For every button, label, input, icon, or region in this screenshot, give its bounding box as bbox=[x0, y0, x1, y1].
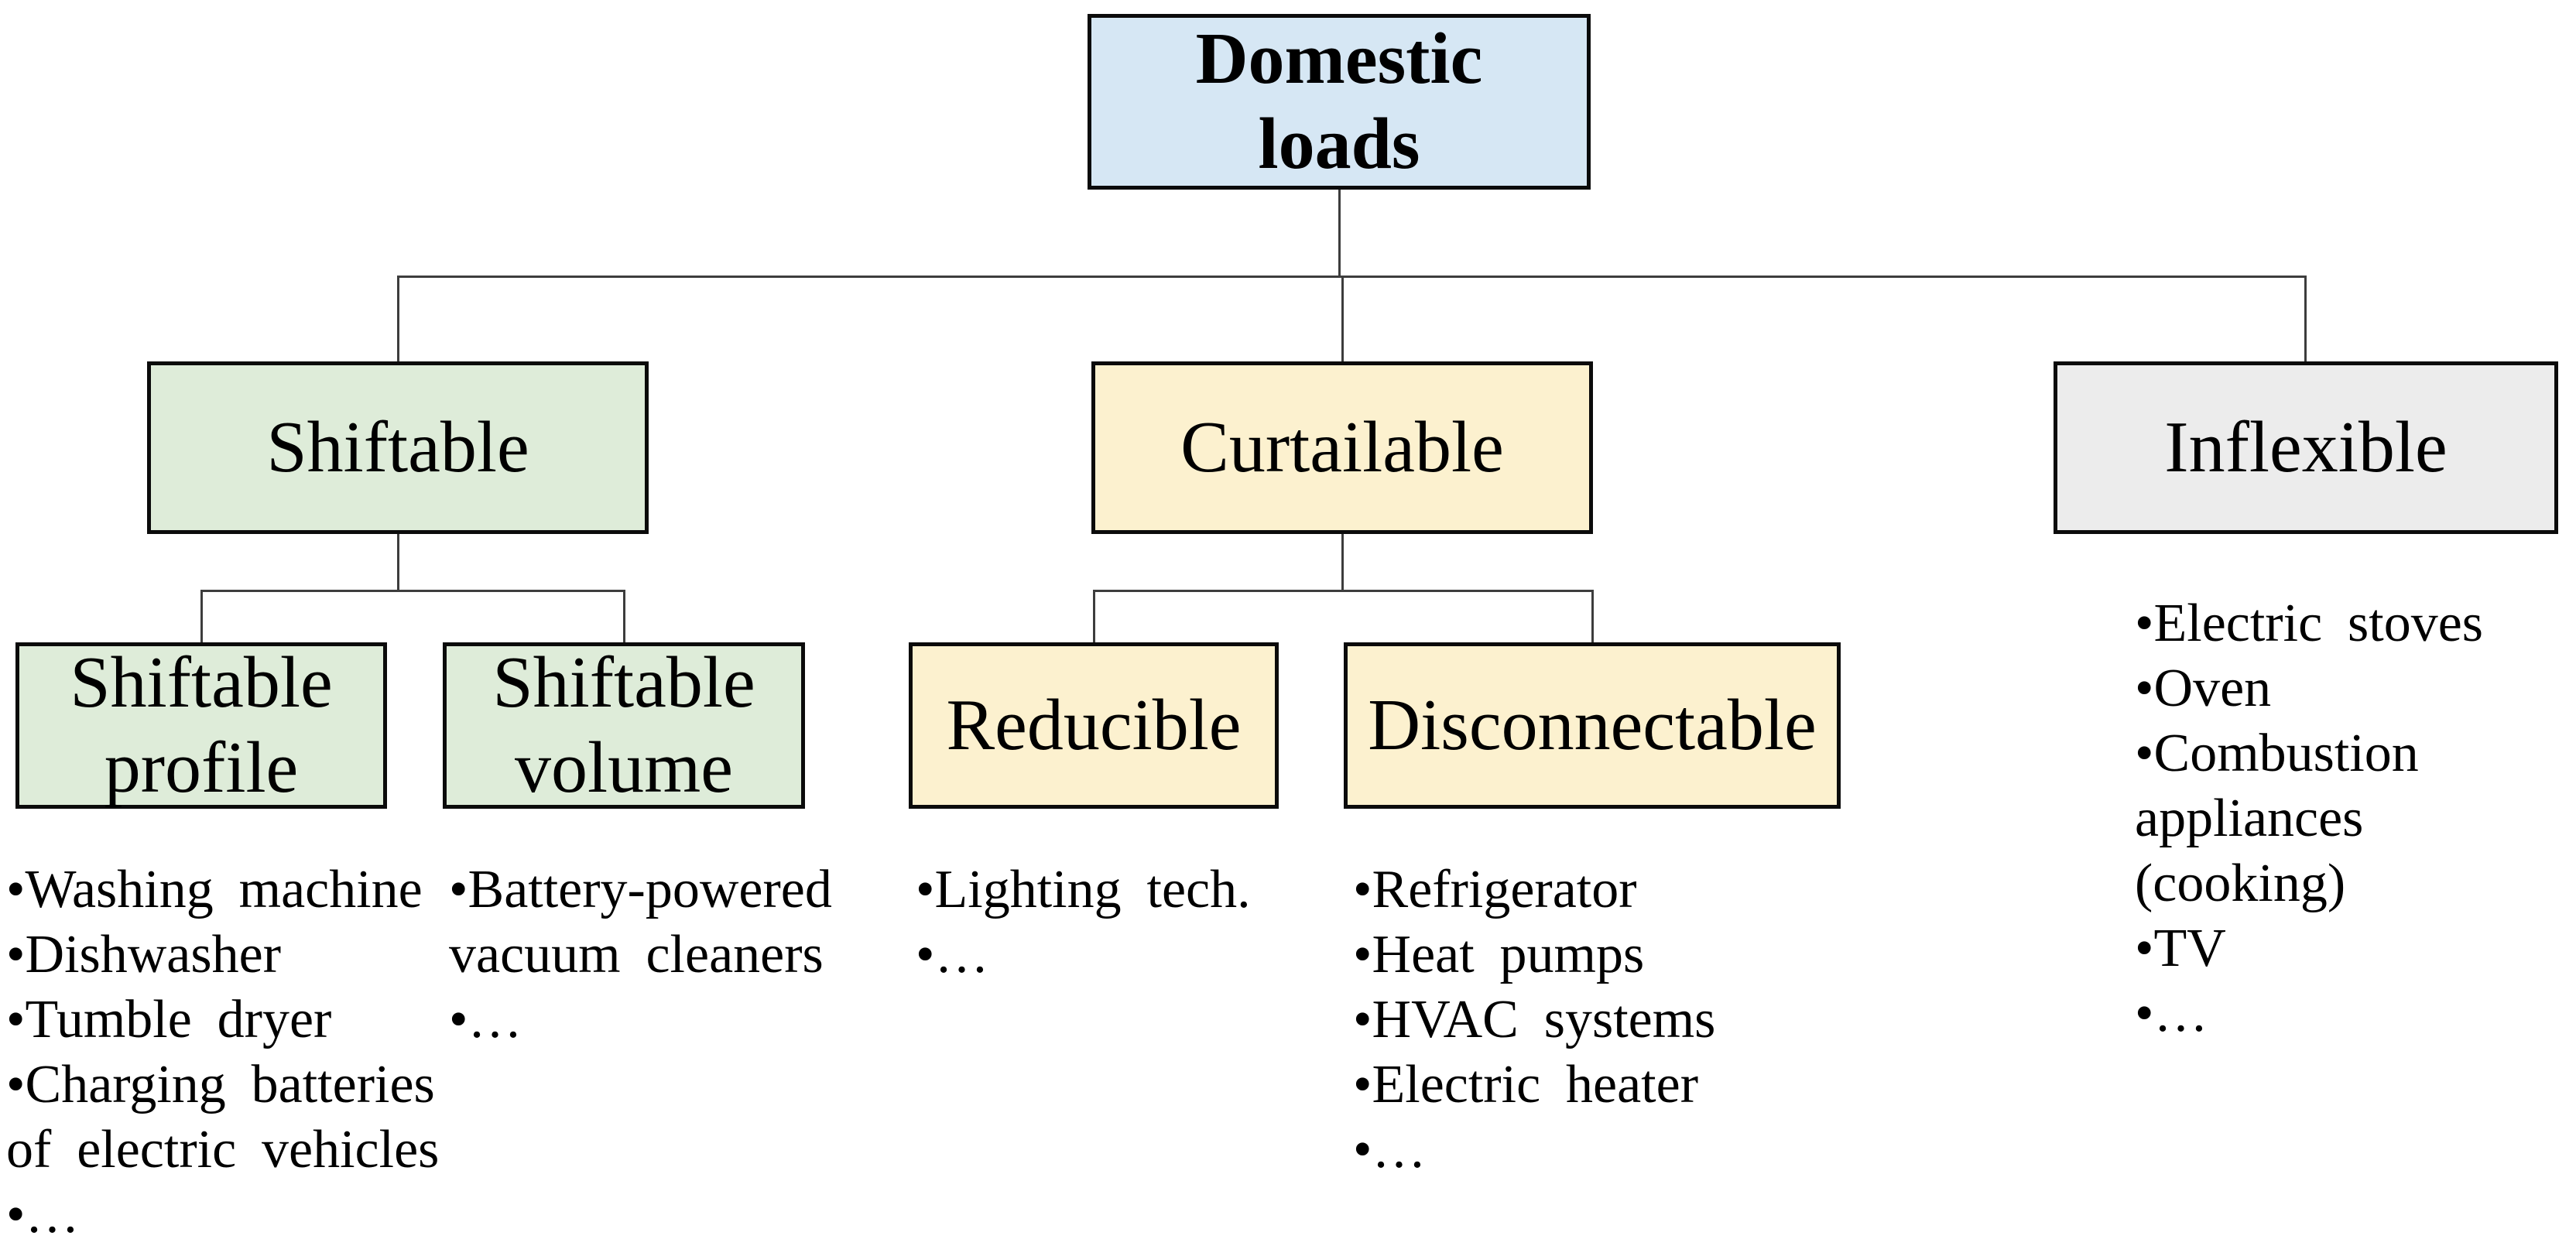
connector-main-horizontal bbox=[397, 276, 2307, 278]
connector-shiftable-vertical bbox=[397, 534, 399, 590]
list-item: •… bbox=[916, 923, 1334, 988]
node-reducible: Reducible bbox=[909, 642, 1279, 809]
node-disconnectable-label: Disconnectable bbox=[1368, 684, 1817, 765]
list-item: •Charging batteries of electric vehicles bbox=[6, 1053, 444, 1183]
bullet-icon: • bbox=[916, 860, 935, 919]
node-domestic-loads: Domestic loads bbox=[1088, 14, 1591, 190]
list-item: •… bbox=[6, 1183, 444, 1246]
list-item: •Combustion appliances (cooking) bbox=[2135, 721, 2557, 916]
list-item-label: Charging batteries of electric vehicles bbox=[6, 1055, 440, 1179]
connector-drop-disconnectable bbox=[1591, 590, 1594, 642]
bullet-icon: • bbox=[916, 925, 935, 984]
list-item-label: Dishwasher bbox=[25, 925, 281, 984]
node-disconnectable: Disconnectable bbox=[1344, 642, 1841, 809]
bullet-icon: • bbox=[2135, 724, 2154, 783]
bullet-icon: • bbox=[1353, 1120, 1372, 1179]
list-item-label: Battery-powered vacuum cleaners bbox=[449, 860, 832, 984]
list-item-label: Refrigerator bbox=[1372, 860, 1637, 919]
list-item-label: Combustion appliances (cooking) bbox=[2135, 724, 2419, 913]
node-curtailable-label: Curtailable bbox=[1180, 406, 1504, 488]
list-item: •Oven bbox=[2135, 656, 2557, 721]
list-item-label: … bbox=[2153, 984, 2208, 1043]
node-shiftable-volume: Shiftable volume bbox=[443, 642, 805, 809]
list-item: •… bbox=[1353, 1118, 1833, 1183]
node-shiftable-profile: Shiftable profile bbox=[15, 642, 387, 809]
node-curtailable: Curtailable bbox=[1091, 361, 1593, 534]
connector-drop-reducible bbox=[1093, 590, 1095, 642]
list-item-label: Electric stoves bbox=[2153, 594, 2484, 653]
connector-curtailable-horizontal bbox=[1093, 590, 1594, 592]
connector-root-vertical bbox=[1338, 190, 1341, 276]
list-item-label: Electric heater bbox=[1372, 1055, 1699, 1114]
bullet-icon: • bbox=[1353, 925, 1372, 984]
list-item: •Battery-powered vacuum cleaners bbox=[449, 857, 886, 988]
bullet-icon: • bbox=[2135, 594, 2154, 653]
list-item: •Refrigerator bbox=[1353, 857, 1833, 923]
bullet-icon: • bbox=[6, 860, 26, 919]
bullet-icon: • bbox=[449, 860, 468, 919]
bullet-icon: • bbox=[6, 1055, 26, 1114]
list-item-label: Heat pumps bbox=[1372, 925, 1645, 984]
node-shiftable: Shiftable bbox=[147, 361, 649, 534]
bullet-icon: • bbox=[2135, 984, 2154, 1043]
list-item: •Heat pumps bbox=[1353, 923, 1833, 988]
list-item-label: … bbox=[25, 1185, 80, 1244]
bullet-icon: • bbox=[6, 925, 26, 984]
list-item: •Electric stoves bbox=[2135, 591, 2557, 656]
bullet-icon: • bbox=[1353, 860, 1372, 919]
reducible-examples-list: •Lighting tech. •… bbox=[916, 857, 1334, 988]
list-item: •Washing machine bbox=[6, 857, 444, 923]
bullet-icon: • bbox=[1353, 1055, 1372, 1114]
disconnectable-examples-list: •Refrigerator •Heat pumps •HVAC systems … bbox=[1353, 857, 1833, 1183]
list-item: •Lighting tech. bbox=[916, 857, 1334, 923]
bullet-icon: • bbox=[6, 1185, 26, 1244]
connector-drop-shiftable-profile bbox=[200, 590, 203, 642]
connector-drop-inflexible bbox=[2304, 276, 2307, 361]
list-item: •Tumble dryer bbox=[6, 988, 444, 1053]
list-item: •Dishwasher bbox=[6, 923, 444, 988]
connector-curtailable-vertical bbox=[1341, 534, 1344, 590]
list-item-label: HVAC systems bbox=[1372, 990, 1716, 1049]
shiftable-profile-examples-list: •Washing machine •Dishwasher •Tumble dry… bbox=[6, 857, 444, 1246]
bullet-icon: • bbox=[1353, 990, 1372, 1049]
node-reducible-label: Reducible bbox=[946, 684, 1242, 765]
node-shiftable-volume-label: Shiftable volume bbox=[492, 642, 755, 808]
list-item-label: Lighting tech. bbox=[934, 860, 1251, 919]
list-item: •Electric heater bbox=[1353, 1053, 1833, 1118]
list-item-label: Oven bbox=[2153, 659, 2272, 718]
shiftable-volume-examples-list: •Battery-powered vacuum cleaners •… bbox=[449, 857, 886, 1053]
list-item-label: Washing machine bbox=[25, 860, 423, 919]
connector-drop-curtailable bbox=[1341, 276, 1344, 361]
inflexible-examples-list: •Electric stoves •Oven •Combustion appli… bbox=[2135, 591, 2557, 1046]
connector-drop-shiftable-volume bbox=[623, 590, 625, 642]
bullet-icon: • bbox=[2135, 919, 2154, 978]
list-item-label: … bbox=[468, 990, 522, 1049]
connector-drop-shiftable bbox=[397, 276, 399, 361]
list-item: •… bbox=[2135, 981, 2557, 1046]
list-item-label: Tumble dryer bbox=[25, 990, 332, 1049]
connector-shiftable-horizontal bbox=[200, 590, 625, 592]
node-domestic-loads-label: Domestic loads bbox=[1195, 19, 1483, 184]
node-inflexible: Inflexible bbox=[2054, 361, 2558, 534]
bullet-icon: • bbox=[2135, 659, 2154, 718]
node-inflexible-label: Inflexible bbox=[2164, 406, 2448, 488]
list-item: •TV bbox=[2135, 916, 2557, 981]
list-item: •HVAC systems bbox=[1353, 988, 1833, 1053]
node-shiftable-label: Shiftable bbox=[266, 406, 529, 488]
list-item-label: … bbox=[934, 925, 989, 984]
list-item: •… bbox=[449, 988, 886, 1053]
node-shiftable-profile-label: Shiftable profile bbox=[70, 642, 333, 808]
bullet-icon: • bbox=[6, 990, 26, 1049]
bullet-icon: • bbox=[449, 990, 468, 1049]
list-item-label: TV bbox=[2153, 919, 2226, 978]
list-item-label: … bbox=[1372, 1120, 1427, 1179]
